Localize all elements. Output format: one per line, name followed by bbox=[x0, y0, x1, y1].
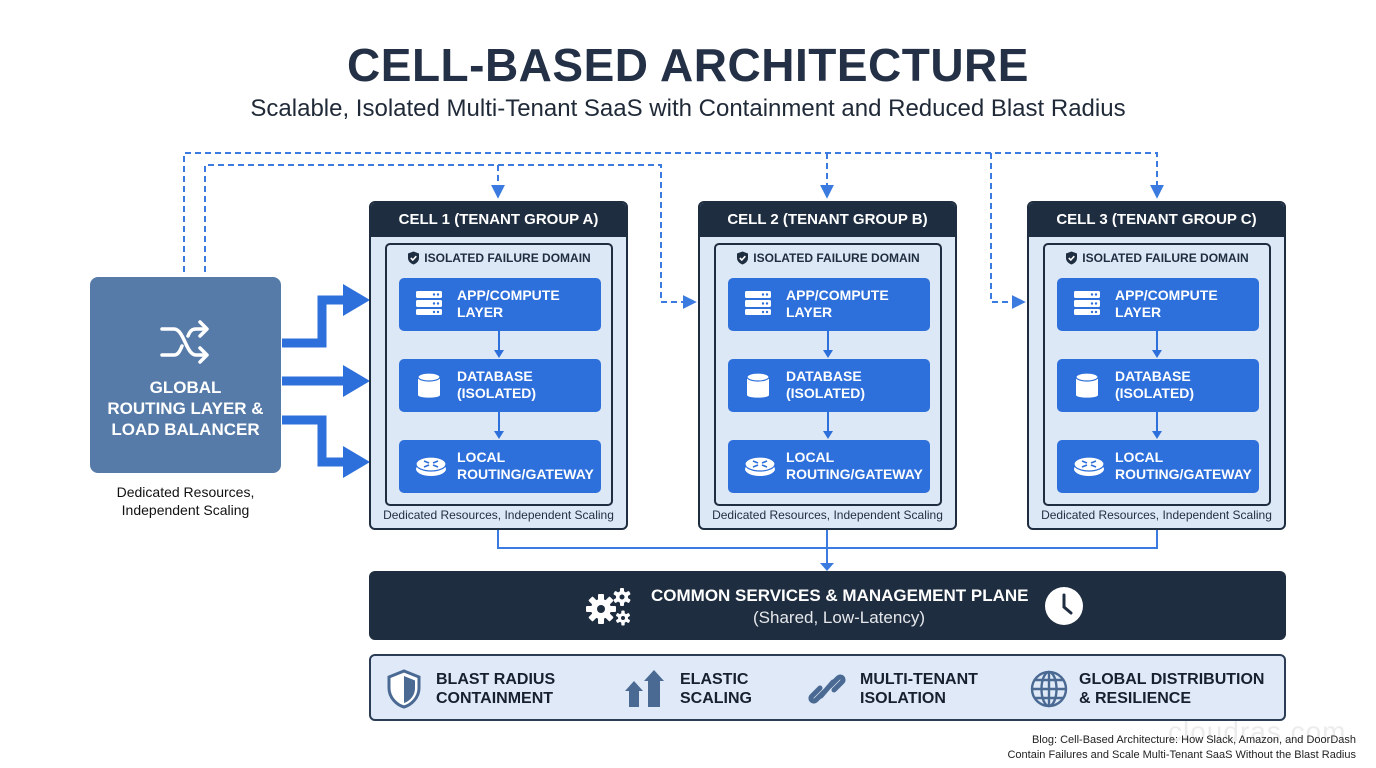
gears-icon bbox=[586, 588, 631, 626]
cell-header: CELL 3 (TENANT GROUP C) bbox=[1029, 203, 1284, 237]
isolated-failure-domain: ISOLATED FAILURE DOMAIN APP/COMPUTE LAYE… bbox=[714, 243, 942, 506]
cell-header: CELL 1 (TENANT GROUP A) bbox=[371, 203, 626, 237]
cell-3: CELL 3 (TENANT GROUP C) ISOLATED FAILURE… bbox=[1027, 201, 1286, 530]
flow-arrow bbox=[823, 331, 833, 358]
layer-label: DATABASE (ISOLATED) bbox=[457, 368, 537, 401]
cell-1: CELL 1 (TENANT GROUP A) ISOLATED FAILURE… bbox=[369, 201, 628, 530]
global-routing-label: GLOBAL ROUTING LAYER & LOAD BALANCER bbox=[107, 378, 264, 439]
database-layer: DATABASE (ISOLATED) bbox=[399, 359, 601, 412]
layer-label: APP/COMPUTE LAYER bbox=[1115, 287, 1218, 320]
app-compute-layer: APP/COMPUTE LAYER bbox=[399, 278, 601, 331]
link-icon bbox=[808, 674, 846, 704]
layer-label: LOCAL ROUTING/GATEWAY bbox=[1115, 449, 1252, 482]
router-icon bbox=[744, 456, 776, 476]
layer-label: DATABASE (ISOLATED) bbox=[1115, 368, 1195, 401]
local-routing-gateway-layer: LOCAL ROUTING/GATEWAY bbox=[399, 440, 601, 493]
scaling-arrows-icon bbox=[625, 670, 664, 707]
server-icon bbox=[1074, 291, 1100, 315]
global-routing-caption: Dedicated Resources, Independent Scaling bbox=[116, 484, 255, 518]
cell-header: CELL 2 (TENANT GROUP B) bbox=[700, 203, 955, 237]
shield-check-icon bbox=[1066, 251, 1078, 265]
layer-label: LOCAL ROUTING/GATEWAY bbox=[786, 449, 923, 482]
server-icon bbox=[416, 291, 442, 315]
database-layer: DATABASE (ISOLATED) bbox=[728, 359, 930, 412]
common-services-plane: COMMON SERVICES & MANAGEMENT PLANE (Shar… bbox=[369, 571, 1286, 640]
layer-label: APP/COMPUTE LAYER bbox=[457, 287, 560, 320]
control-line-cell3 bbox=[990, 153, 1026, 309]
layer-label: DATABASE (ISOLATED) bbox=[786, 368, 866, 401]
app-compute-layer: APP/COMPUTE LAYER bbox=[1057, 278, 1259, 331]
local-routing-gateway-layer: LOCAL ROUTING/GATEWAY bbox=[728, 440, 930, 493]
isolated-failure-domain: ISOLATED FAILURE DOMAIN APP/COMPUTE LAYE… bbox=[385, 243, 613, 506]
control-line-inner bbox=[204, 164, 697, 309]
isolated-failure-domain: ISOLATED FAILURE DOMAIN APP/COMPUTE LAYE… bbox=[1043, 243, 1271, 506]
server-icon bbox=[745, 291, 771, 315]
database-layer: DATABASE (ISOLATED) bbox=[1057, 359, 1259, 412]
router-icon bbox=[1073, 456, 1105, 476]
flow-arrow bbox=[494, 412, 504, 439]
cell-footer: Dedicated Resources, Independent Scaling bbox=[383, 508, 614, 522]
flow-arrow bbox=[494, 331, 504, 358]
layer-label: APP/COMPUTE LAYER bbox=[786, 287, 889, 320]
shield-check-icon bbox=[408, 251, 420, 265]
benefits-strip: BLAST RADIUS CONTAINMENT ELASTIC SCALING… bbox=[369, 654, 1286, 721]
flow-arrow bbox=[1152, 412, 1162, 439]
clock-icon bbox=[1045, 587, 1083, 625]
database-icon bbox=[746, 372, 770, 398]
failure-domain-label: ISOLATED FAILURE DOMAIN bbox=[753, 251, 920, 265]
watermark: cloudras.com bbox=[1168, 716, 1347, 747]
flow-arrow bbox=[823, 412, 833, 439]
footer-caption: Blog: Cell-Based Architecture: How Slack… bbox=[1007, 734, 1356, 761]
global-routing-box: GLOBAL ROUTING LAYER & LOAD BALANCER bbox=[90, 277, 281, 473]
benefit-label: GLOBAL DISTRIBUTION & RESILIENCE bbox=[1079, 671, 1265, 707]
flow-arrow bbox=[1152, 331, 1162, 358]
database-icon bbox=[1075, 372, 1099, 398]
plane-subtitle: (Shared, Low-Latency) bbox=[753, 608, 925, 627]
routing-arrows bbox=[282, 295, 345, 467]
globe-icon bbox=[1030, 670, 1068, 708]
diagram-title: CELL-BASED ARCHITECTURE bbox=[347, 39, 1029, 91]
plane-title: COMMON SERVICES & MANAGEMENT PLANE bbox=[651, 586, 1029, 605]
dashed-control-lines bbox=[183, 152, 1164, 309]
local-routing-gateway-layer: LOCAL ROUTING/GATEWAY bbox=[1057, 440, 1259, 493]
cell-footer: Dedicated Resources, Independent Scaling bbox=[712, 508, 943, 522]
control-line-outer bbox=[183, 152, 1164, 272]
plane-links bbox=[497, 530, 1158, 566]
routing-arrowheads bbox=[343, 284, 370, 478]
database-icon bbox=[417, 372, 441, 398]
diagram-subtitle: Scalable, Isolated Multi-Tenant SaaS wit… bbox=[250, 95, 1126, 122]
cell-2: CELL 2 (TENANT GROUP B) ISOLATED FAILURE… bbox=[698, 201, 957, 530]
shield-icon bbox=[387, 669, 421, 709]
benefit-label: MULTI-TENANT ISOLATION bbox=[860, 671, 978, 707]
benefit-label: BLAST RADIUS CONTAINMENT bbox=[436, 671, 556, 707]
shuffle-icon bbox=[160, 320, 209, 364]
failure-domain-label: ISOLATED FAILURE DOMAIN bbox=[1082, 251, 1249, 265]
failure-domain-label: ISOLATED FAILURE DOMAIN bbox=[424, 251, 591, 265]
benefit-label: ELASTIC SCALING bbox=[680, 671, 752, 707]
shield-check-icon bbox=[737, 251, 749, 265]
layer-label: LOCAL ROUTING/GATEWAY bbox=[457, 449, 594, 482]
cell-footer: Dedicated Resources, Independent Scaling bbox=[1041, 508, 1272, 522]
app-compute-layer: APP/COMPUTE LAYER bbox=[728, 278, 930, 331]
router-icon bbox=[415, 456, 447, 476]
